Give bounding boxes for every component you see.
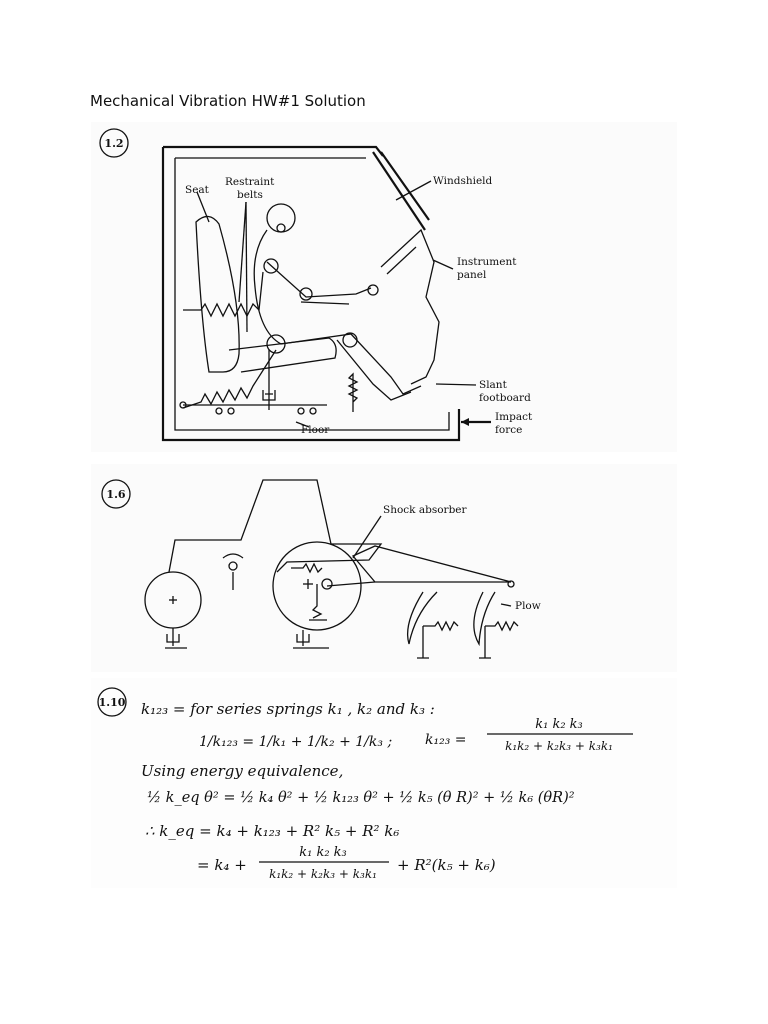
equation-line-2-right-lhs: k₁₂₃ =: [425, 732, 467, 748]
equation-line-4: ½ k_eq θ² = ½ k₄ θ² + ½ k₁₂₃ θ² + ½ k₅ (…: [147, 790, 575, 806]
floor-rollers: [179, 401, 327, 415]
shock-absorber-leader: [352, 515, 382, 559]
plow-leader: [500, 603, 512, 607]
label-instrument-panel-line2: panel: [457, 269, 487, 281]
joint-springs: [263, 223, 358, 354]
plow-frame: [326, 545, 515, 647]
label-impact-force-line1: Impact: [495, 411, 533, 423]
problem-number: 1.2: [104, 137, 123, 150]
label-slant-footboard-line1: Slant: [479, 379, 508, 391]
figure-1-6-tractor-plow-model: 1.6: [91, 464, 677, 672]
problem-number: 1.10: [99, 696, 126, 709]
occupant-figure: [253, 203, 422, 401]
label-seat: Seat: [185, 184, 210, 196]
tractor-body: [144, 479, 383, 631]
equation-line-3: Using energy equivalence,: [141, 762, 343, 780]
equation-line-2-left: 1/k₁₂₃ = 1/k₁ + 1/k₂ + 1/k₃ ;: [199, 734, 392, 750]
label-impact-force-line2: force: [495, 424, 522, 436]
problem-number-badge: 1.6: [101, 479, 131, 509]
label-slant-footboard-line2: footboard: [479, 392, 531, 404]
label-restraint-belts-line1: Restraint: [225, 176, 275, 188]
equation-line-6-denominator: k₁k₂ + k₂k₃ + k₃k₁: [269, 867, 377, 881]
car-cabin-outline: [161, 145, 461, 442]
label-restraint-belts-line2: belts: [237, 189, 263, 201]
label-plow: Plow: [515, 600, 541, 612]
equation-line-6-rhs: + R²(k₅ + k₆): [397, 856, 496, 874]
equation-line-1: k₁₂₃ = for series springs k₁ , k₂ and k₃…: [141, 700, 435, 718]
label-instrument-panel-line1: Instrument: [457, 256, 517, 268]
problem-number: 1.6: [106, 488, 125, 501]
equation-line-6-lhs: = k₄ +: [197, 856, 247, 874]
spring-elements: [182, 271, 359, 412]
solution-1-10-handwritten: 1.10 k₁₂₃ = for series springs k₁ , k₂ a…: [91, 678, 677, 888]
seat: [195, 215, 337, 373]
equation-line-2-right-denominator: k₁k₂ + k₂k₃ + k₃k₁: [505, 739, 613, 753]
soil-springs: [417, 620, 519, 659]
page-title: Mechanical Vibration HW#1 Solution: [90, 92, 366, 110]
problem-number-badge: 1.2: [99, 128, 129, 158]
instrument-panel: [380, 228, 440, 385]
equation-line-6-numerator: k₁ k₂ k₃: [299, 845, 347, 860]
suspension-elements: [165, 562, 329, 649]
equation-line-5: ∴ k_eq = k₄ + k₁₂₃ + R² k₅ + R² k₆: [145, 822, 399, 840]
figure-1-2-car-occupant-model: 1.2: [91, 122, 677, 452]
label-shock-absorber: Shock absorber: [383, 504, 468, 516]
label-floor: Floor: [301, 424, 330, 436]
label-windshield: Windshield: [433, 175, 493, 187]
equation-line-2-right-numerator: k₁ k₂ k₃: [535, 717, 583, 732]
leader-lines: [196, 180, 491, 428]
problem-number-badge: 1.10: [97, 687, 127, 717]
